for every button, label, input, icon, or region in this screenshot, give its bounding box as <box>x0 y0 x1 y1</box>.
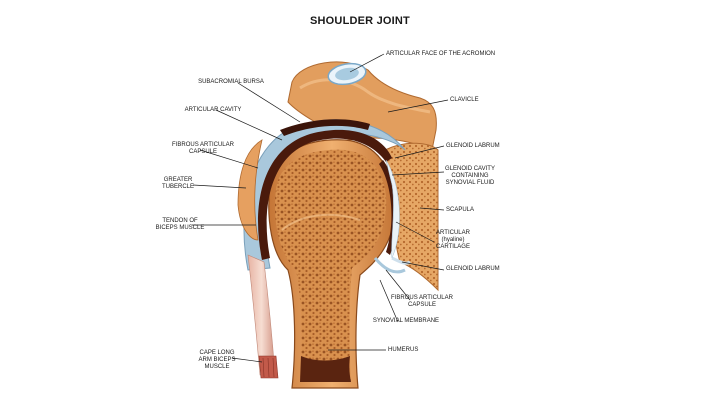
subacromial-bursa-shape <box>280 119 370 136</box>
clavicle-highlight <box>299 78 431 114</box>
label-cape-long-line2: ARM BICEPS <box>198 357 236 363</box>
label-greater-tubercle-line2: TUBERCLE <box>161 184 194 190</box>
label-cartilage: ARTICULAR (hyaline) CARTILAGE <box>432 230 474 251</box>
label-glenoid-labrum-bottom: GLENOID LABRUM <box>446 266 500 272</box>
leader-lines <box>192 53 449 363</box>
glenoid-labrum-bottom-shape <box>391 256 411 265</box>
label-fibrous-capsule-left: FIBROUS ARTICULAR CAPSULE <box>148 142 258 156</box>
label-greater-tubercle-line1: GREATER <box>163 177 193 183</box>
label-humerus: HUMERUS <box>388 347 419 353</box>
label-fibrous-capsule-right: FIBROUS ARTICULAR CAPSULE <box>382 295 462 309</box>
label-scapula: SCAPULA <box>446 207 475 213</box>
label-fibrous-capsule-right-line2: CAPSULE <box>407 302 436 308</box>
label-fibrous-capsule-left-line1: FIBROUS ARTICULAR <box>172 142 234 148</box>
epiphyseal-line <box>281 213 361 231</box>
label-greater-tubercle: GREATER TUBERCLE <box>148 177 208 191</box>
label-glenoid-cavity-line2: CONTAINING <box>451 173 489 179</box>
label-fibrous-capsule-left-line2: CAPSULE <box>188 149 217 155</box>
label-subacromial-bursa: SUBACROMIAL BURSA <box>198 79 264 85</box>
humerus-medullary <box>300 356 351 382</box>
label-cartilage-line3: CARTILAGE <box>436 244 470 250</box>
label-synovial-membrane: SYNOVIAL MEMBRANE <box>372 318 440 324</box>
label-glenoid-labrum-top: GLENOID LABRUM <box>446 143 500 149</box>
label-tendon-biceps-line1: TENDON OF <box>162 218 198 224</box>
humerus-spongy-head <box>274 149 387 382</box>
label-fibrous-capsule-right-line1: FIBROUS ARTICULAR <box>391 295 453 301</box>
label-glenoid-cavity: GLENOID CAVITY CONTAINING SYNOVIAL FLUID <box>440 166 500 187</box>
label-cape-long-biceps: CAPE LONG ARM BICEPS MUSCLE <box>192 350 242 371</box>
label-glenoid-cavity-line3: SYNOVIAL FLUID <box>445 180 495 186</box>
synovial-membrane-shape <box>373 257 406 274</box>
label-tendon-biceps: TENDON OF BICEPS MUSCLE <box>150 218 210 232</box>
cartilage-shape <box>385 159 400 259</box>
label-tendon-biceps-line2: BICEPS MUSCLE <box>155 225 205 231</box>
label-cartilage-line1: ARTICULAR <box>436 230 470 236</box>
label-cartilage-line2: (hyaline) <box>441 237 465 243</box>
label-articular-cavity: ARTICULAR CAVITY <box>184 107 242 113</box>
label-cape-long-line1: CAPE LONG <box>199 350 235 356</box>
label-clavicle: CLAVICLE <box>450 97 479 103</box>
articular-cavity-shape <box>258 129 392 260</box>
diagram-title: SHOULDER JOINT <box>310 15 410 27</box>
label-glenoid-cavity-line1: GLENOID CAVITY <box>445 166 495 172</box>
label-cape-long-line3: MUSCLE <box>204 364 230 370</box>
label-acromion-face: ARTICULAR FACE OF THE ACROMION <box>386 51 496 57</box>
